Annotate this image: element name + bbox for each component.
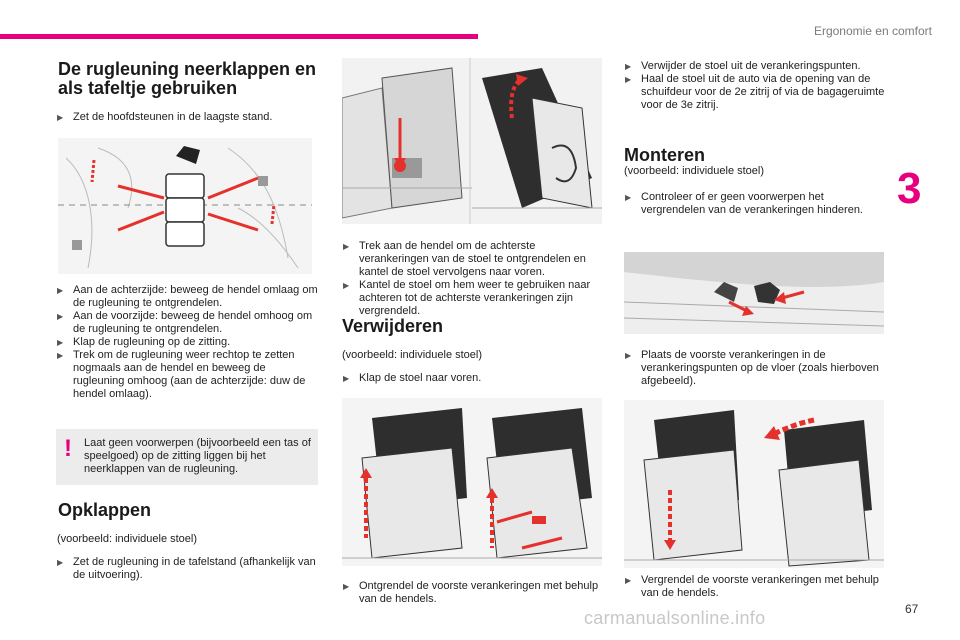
warning-icon: ! xyxy=(64,435,72,462)
rear-anchor-drawing xyxy=(342,58,602,224)
neerklappen-step-list: Aan de achterzijde: beweeg de hendel oml… xyxy=(56,284,318,401)
monteren-step2: Plaats de voorste verankeringen in de ve… xyxy=(624,349,886,388)
middle-step: Kantel de stoel om hem weer te gebruiken… xyxy=(342,279,604,318)
warning-box: ! Laat geen voorwerpen (bijvoorbeeld een… xyxy=(56,429,318,485)
seat-levers-drawing xyxy=(58,138,312,274)
verwijderen-bottom-step-list: Ontgrendel de voorste verankeringen met … xyxy=(342,580,604,606)
illustration-front-anchor-lock xyxy=(624,400,884,568)
verwijderen-subtitle: (voorbeeld: individuele stoel) xyxy=(342,349,483,361)
front-anchor-drawing xyxy=(342,398,602,566)
chapter-number: 3 xyxy=(897,164,922,213)
opklappen-step: Zet de rugleuning in de tafelstand (afha… xyxy=(56,556,318,582)
neerklappen-step: Trek om de rugleuning weer rechtop te ze… xyxy=(56,349,318,401)
section-title-verwijderen: Verwijderen xyxy=(342,316,444,336)
headrest-step: Zet de hoofdsteunen in de laagste stand. xyxy=(56,111,318,124)
opklappen-step-list: Zet de rugleuning in de tafelstand (afha… xyxy=(56,556,318,582)
section-title-neerklappen: De rugleuning neerklappen en als tafeltj… xyxy=(58,59,317,98)
neerklappen-step: Klap de rugleuning op de zitting. xyxy=(56,336,318,349)
remove-step: Haal de stoel uit de auto via de opening… xyxy=(624,73,886,112)
middle-step: Trek aan de hendel om de achterste veran… xyxy=(342,240,604,279)
remove-step-list: Verwijder de stoel uit de verankeringspu… xyxy=(624,60,886,112)
headrest-step-list: Zet de hoofdsteunen in de laagste stand. xyxy=(56,111,318,124)
middle-step-list: Trek aan de hendel om de achterste veran… xyxy=(342,240,604,318)
illustration-seat-levers xyxy=(58,138,312,274)
floor-anchor-drawing xyxy=(624,252,884,334)
verwijderen-step-list: Klap de stoel naar voren. xyxy=(342,372,604,385)
illustration-rear-anchor-release xyxy=(342,58,602,224)
monteren-step-list: Controleer of er geen voorwerpen het ver… xyxy=(624,191,886,217)
front-anchor-lock-drawing xyxy=(624,400,884,568)
verwijderen-bottom-step: Ontgrendel de voorste verankeringen met … xyxy=(342,580,604,606)
monteren-subtitle: (voorbeeld: individuele stoel) xyxy=(624,165,765,177)
neerklappen-step: Aan de achterzijde: beweeg de hendel oml… xyxy=(56,284,318,310)
warning-text: Laat geen voorwerpen (bijvoorbeeld een t… xyxy=(84,437,311,475)
opklappen-subtitle: (voorbeeld: individuele stoel) xyxy=(57,533,198,545)
section-title-opklappen: Opklappen xyxy=(58,500,152,520)
section-title-monteren: Monteren xyxy=(624,145,705,165)
monteren-step2-list: Plaats de voorste verankeringen in de ve… xyxy=(624,349,886,388)
section-header: Ergonomie en comfort xyxy=(813,24,932,38)
remove-step: Verwijder de stoel uit de verankeringspu… xyxy=(624,60,886,73)
watermark: carmanualsonline.info xyxy=(584,608,766,628)
illustration-front-anchor-release xyxy=(342,398,602,566)
monteren-step3-list: Vergrendel de voorste verankeringen met … xyxy=(624,574,886,600)
monteren-step3: Vergrendel de voorste verankeringen met … xyxy=(624,574,886,600)
page-number: 67 xyxy=(905,602,919,616)
monteren-step: Controleer of er geen voorwerpen het ver… xyxy=(624,191,886,217)
illustration-floor-anchor xyxy=(624,252,884,334)
neerklappen-step: Aan de voorzijde: beweeg de hendel omhoo… xyxy=(56,310,318,336)
verwijderen-step: Klap de stoel naar voren. xyxy=(342,372,604,385)
header-accent-bar xyxy=(0,34,478,39)
